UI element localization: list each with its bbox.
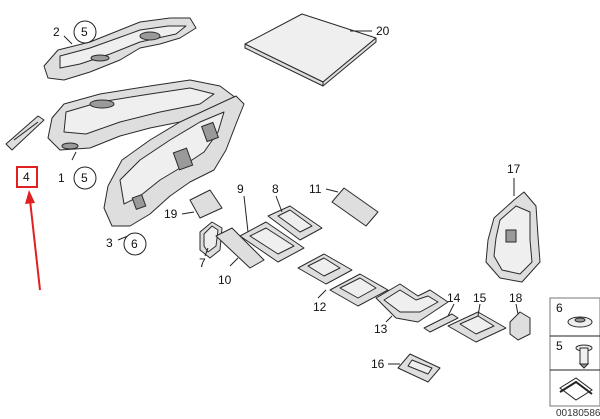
part-15-panel[interactable] <box>447 311 507 343</box>
legend-label-6: 6 <box>556 301 563 315</box>
callout-14: 14 <box>447 291 461 305</box>
clip-icon <box>567 316 593 328</box>
leader-18 <box>515 303 519 315</box>
callout-5-top: 5 <box>81 25 88 39</box>
part-2-upper-insulation[interactable] <box>43 17 197 81</box>
part-12-panels[interactable] <box>297 253 389 307</box>
callout-12: 12 <box>313 300 327 314</box>
part-20-insulation-mat[interactable] <box>244 13 377 87</box>
leader-13 <box>385 315 393 323</box>
part-10-strip[interactable] <box>215 227 265 269</box>
callout-6: 6 <box>131 237 138 251</box>
callout-13: 13 <box>374 322 388 336</box>
leader-2 <box>63 35 73 45</box>
callout-2: 2 <box>53 25 60 39</box>
leader-15 <box>477 303 481 317</box>
part-3-bulkhead-insulation[interactable] <box>103 95 245 227</box>
leader-1 <box>71 151 77 161</box>
leader-14 <box>447 303 455 317</box>
callout-7: 7 <box>199 256 206 270</box>
screw-icon <box>575 344 593 369</box>
highlight-arrow <box>25 190 41 291</box>
callout-8: 8 <box>272 182 279 196</box>
leader-19 <box>181 211 195 215</box>
part-11-pad[interactable] <box>331 187 379 227</box>
callout-16: 16 <box>371 357 385 371</box>
callout-18: 18 <box>509 291 523 305</box>
part-9-panel[interactable] <box>239 221 305 263</box>
callout-5-mid: 5 <box>81 171 88 185</box>
part-19-pad[interactable] <box>189 189 223 219</box>
diagram-id: 00180586 <box>556 408 600 419</box>
callout-4: 4 <box>23 170 30 184</box>
callout-10: 10 <box>218 273 232 287</box>
highlight-box-4 <box>16 166 38 188</box>
part-8-panel[interactable] <box>267 205 323 241</box>
callout-3: 3 <box>106 236 113 250</box>
callout-1: 1 <box>58 171 65 185</box>
part-14-strip[interactable] <box>423 313 459 333</box>
diagram-symbol-icon <box>559 377 593 401</box>
part-17-side-insulation[interactable] <box>485 191 541 283</box>
callout-6-circle <box>123 232 147 256</box>
callout-5-circle-top <box>73 20 97 44</box>
part-18-pad[interactable] <box>509 311 531 341</box>
callout-9: 9 <box>237 182 244 196</box>
callout-20: 20 <box>376 24 390 38</box>
callout-17: 17 <box>507 162 521 176</box>
leader-12 <box>317 289 327 299</box>
leader-7 <box>204 247 209 257</box>
leader-8 <box>275 195 283 213</box>
legend-label-5: 5 <box>556 339 563 353</box>
leader-9 <box>243 195 249 233</box>
callout-11: 11 <box>309 182 322 196</box>
leader-11 <box>325 188 339 193</box>
part-4-insulation-strip[interactable] <box>5 115 45 151</box>
leader-10 <box>229 257 239 267</box>
part-13-tunnel-insulation[interactable] <box>375 283 449 323</box>
callout-5-circle-mid <box>73 166 97 190</box>
callout-15: 15 <box>473 291 487 305</box>
part-16-pad[interactable] <box>397 353 441 383</box>
part-7-bracket[interactable] <box>199 221 223 259</box>
callout-19: 19 <box>164 207 178 221</box>
legend-panel <box>549 297 600 407</box>
part-1-dash-insulation[interactable] <box>47 79 237 151</box>
